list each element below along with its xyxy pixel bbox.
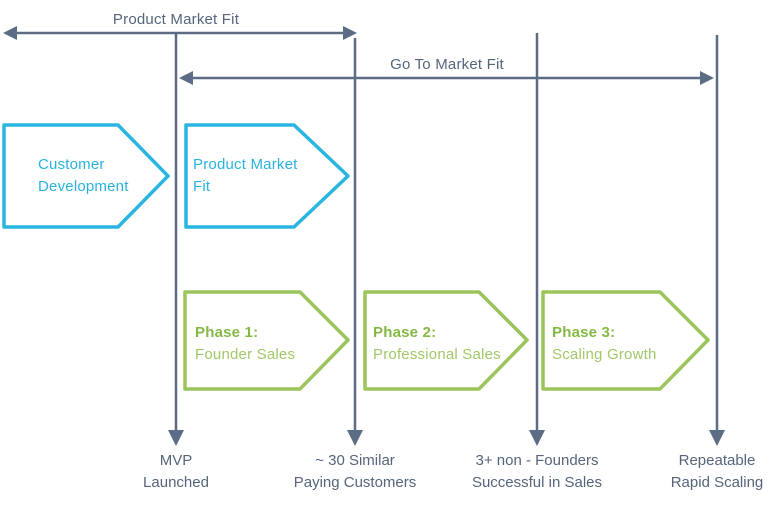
milestone-scaling-line1: Repeatable [678,452,756,469]
phase-3-label: Phase 3: Scaling Growth [552,322,702,366]
chevron-phase-3 [541,290,710,391]
pmf-span-left-arrowhead [3,26,17,40]
phase-3-subtitle: Scaling Growth [552,346,657,363]
phase-1-label: Phase 1: Founder Sales [195,322,345,366]
chevron-phase-1 [183,290,350,391]
phase-1-title: Phase 1: [195,324,259,341]
customer-development-label: Customer Development [38,154,168,198]
phase-2-subtitle: Professional Sales [373,346,501,363]
milestone-arrowhead-scaling [709,430,725,446]
milestone-caption-customers: ~ 30 Similar Paying Customers [255,450,455,494]
milestone-caption-mvp: MVP Launched [76,450,276,494]
phase-2-label: Phase 2: Professional Sales [373,322,523,366]
milestone-sales-line1: 3+ non - Founders [475,452,599,469]
product-market-fit-line2: Fit [193,178,211,195]
phase-1-subtitle: Founder Sales [195,346,296,363]
customer-development-line1: Customer [38,156,105,173]
phase-2-title: Phase 2: [373,324,437,341]
milestone-scaling-line2: Rapid Scaling [670,474,764,491]
product-market-fit-line1: Product Market [193,156,298,173]
milestone-arrowhead-mvp [168,430,184,446]
chevron-phase-2 [363,290,529,391]
gtm-span-left-arrowhead [179,71,193,85]
milestone-arrowhead-sales [529,430,545,446]
product-market-fit-label: Product Market Fit [193,154,323,198]
chevron-customer-development [2,123,170,229]
chevron-product-market-fit [184,123,350,229]
milestone-arrowhead-customers [347,430,363,446]
milestone-caption-sales: 3+ non - Founders Successful in Sales [437,450,637,494]
pmf-span-label: Product Market Fit [112,11,240,28]
gtm-span-label: Go To Market Fit [390,56,504,73]
milestone-customers-line2: Paying Customers [293,474,417,491]
milestone-mvp-line2: Launched [143,474,209,491]
milestone-customers-line1: ~ 30 Similar [315,452,395,469]
milestone-sales-line2: Successful in Sales [471,474,603,491]
milestone-caption-scaling: Repeatable Rapid Scaling [617,450,770,494]
gtm-span-right-arrowhead [700,71,714,85]
phase-3-title: Phase 3: [552,324,616,341]
customer-development-line2: Development [38,178,129,195]
pmf-span-right-arrowhead [343,26,357,40]
milestone-mvp-line1: MVP [159,452,193,469]
